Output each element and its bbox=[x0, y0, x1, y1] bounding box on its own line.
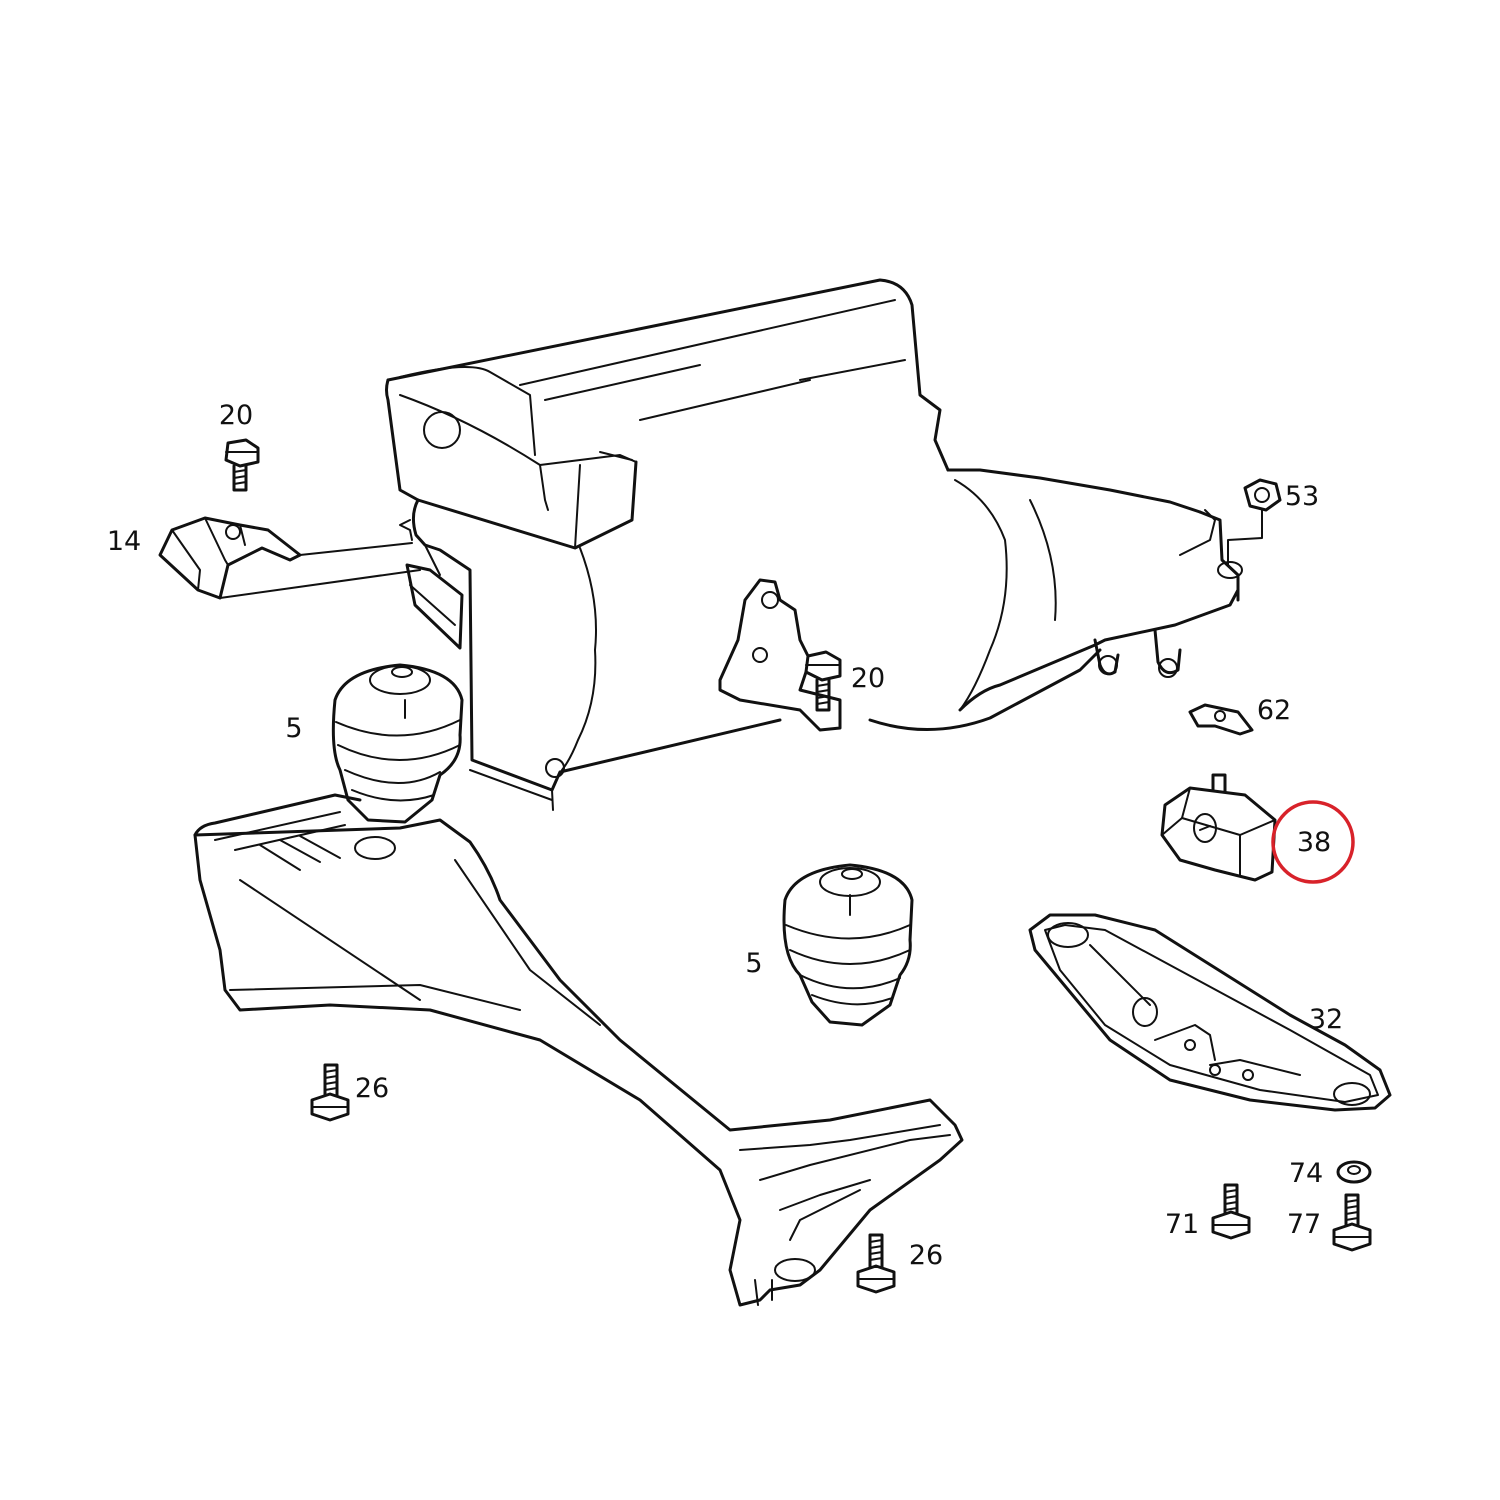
label-part-26-left: 26 bbox=[355, 1073, 389, 1104]
engine-block bbox=[385, 278, 950, 811]
label-part-14: 14 bbox=[107, 526, 141, 557]
transmission-housing bbox=[718, 468, 1240, 732]
label-part-32: 32 bbox=[1309, 1004, 1343, 1035]
bolt-part-71 bbox=[1211, 1183, 1251, 1240]
bolt-part-26-right bbox=[856, 1233, 896, 1294]
bolt-part-20-upper bbox=[224, 438, 260, 492]
front-axle-carrier bbox=[193, 793, 964, 1307]
crossmember-part-32 bbox=[1028, 913, 1392, 1112]
label-part-5-left: 5 bbox=[285, 713, 302, 744]
label-part-71: 71 bbox=[1165, 1209, 1199, 1240]
bolt-part-20-lower bbox=[804, 650, 842, 712]
engine-mount-part-5-right bbox=[782, 863, 914, 1027]
bracket-part-14 bbox=[158, 516, 302, 600]
nut-part-53 bbox=[1243, 478, 1282, 512]
engine-mount-part-5-left bbox=[331, 663, 464, 824]
washer-part-74 bbox=[1336, 1160, 1372, 1184]
leader-lines bbox=[219, 509, 1263, 599]
label-part-77: 77 bbox=[1287, 1209, 1321, 1240]
label-part-26-right: 26 bbox=[909, 1240, 943, 1271]
label-part-20-lower: 20 bbox=[851, 663, 885, 694]
transmission-mount-part-38 bbox=[1160, 773, 1277, 882]
label-part-53: 53 bbox=[1285, 481, 1319, 512]
highlight-circle-part-38 bbox=[1271, 800, 1355, 884]
bolt-part-77 bbox=[1332, 1193, 1372, 1252]
label-part-62: 62 bbox=[1257, 695, 1291, 726]
bolt-part-26-left bbox=[310, 1063, 350, 1122]
label-part-74: 74 bbox=[1289, 1158, 1323, 1189]
clip-part-62 bbox=[1188, 703, 1254, 736]
label-part-38: 38 bbox=[1297, 827, 1331, 858]
label-part-5-right: 5 bbox=[745, 948, 762, 979]
label-part-20-upper: 20 bbox=[219, 400, 253, 431]
